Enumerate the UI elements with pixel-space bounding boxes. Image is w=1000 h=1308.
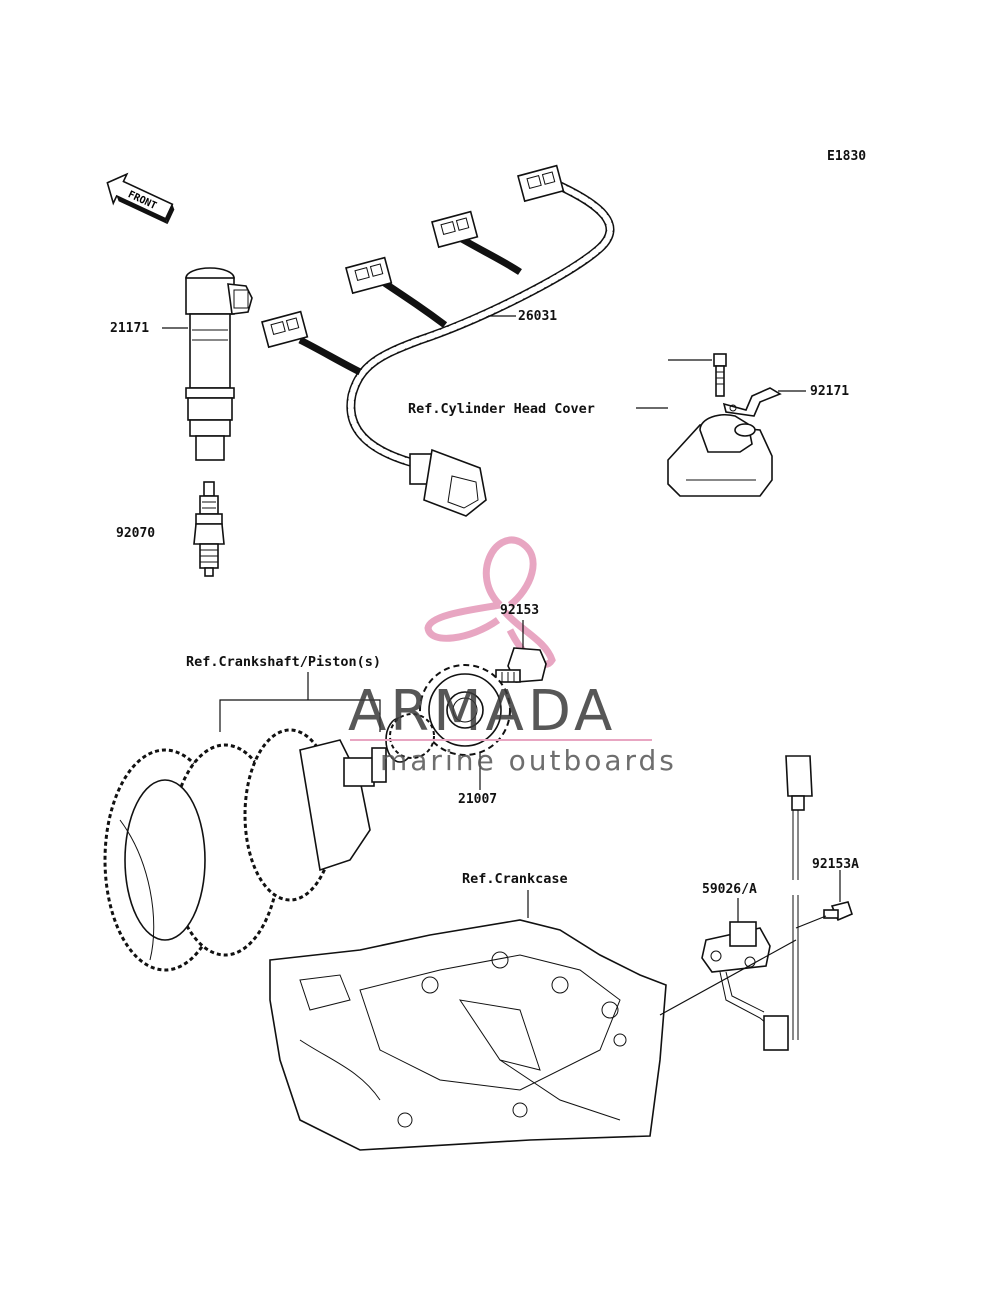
ref-crankshaft-piston: Ref.Crankshaft/Piston(s): [186, 654, 381, 670]
label-92070: 92070: [116, 526, 155, 541]
rotor-bolt-drawing: [495, 647, 547, 683]
ignition-coil-drawing: [185, 267, 253, 461]
ref-cylinder-head-cover: Ref.Cylinder Head Cover: [408, 401, 595, 417]
crankshaft-drawing: [103, 713, 435, 972]
wiring-harness-drawing: [261, 164, 615, 517]
rotor-drawing: [419, 664, 511, 756]
diagram-code: E1830: [827, 149, 866, 164]
front-arrow-icon: FRONT: [106, 172, 175, 225]
label-59026a: 59026/A: [702, 882, 757, 897]
label-21007: 21007: [458, 792, 497, 807]
label-26031: 26031: [518, 309, 557, 324]
watermark-tagline: marine outboards: [380, 744, 677, 777]
pickup-coil-drawing: [701, 755, 813, 1051]
label-92153a: 92153A: [812, 857, 859, 872]
crankcase-drawing: [269, 919, 667, 1151]
pickup-bolt-drawing: [823, 901, 853, 922]
label-92153: 92153: [500, 603, 539, 618]
label-21171: 21171: [110, 321, 149, 336]
cylinder-head-cover-drawing: [667, 353, 782, 497]
spark-plug-drawing: [193, 481, 225, 577]
watermark-brand: ARMADA: [348, 679, 616, 744]
ref-crankcase: Ref.Crankcase: [462, 871, 568, 887]
label-92171: 92171: [810, 384, 849, 399]
